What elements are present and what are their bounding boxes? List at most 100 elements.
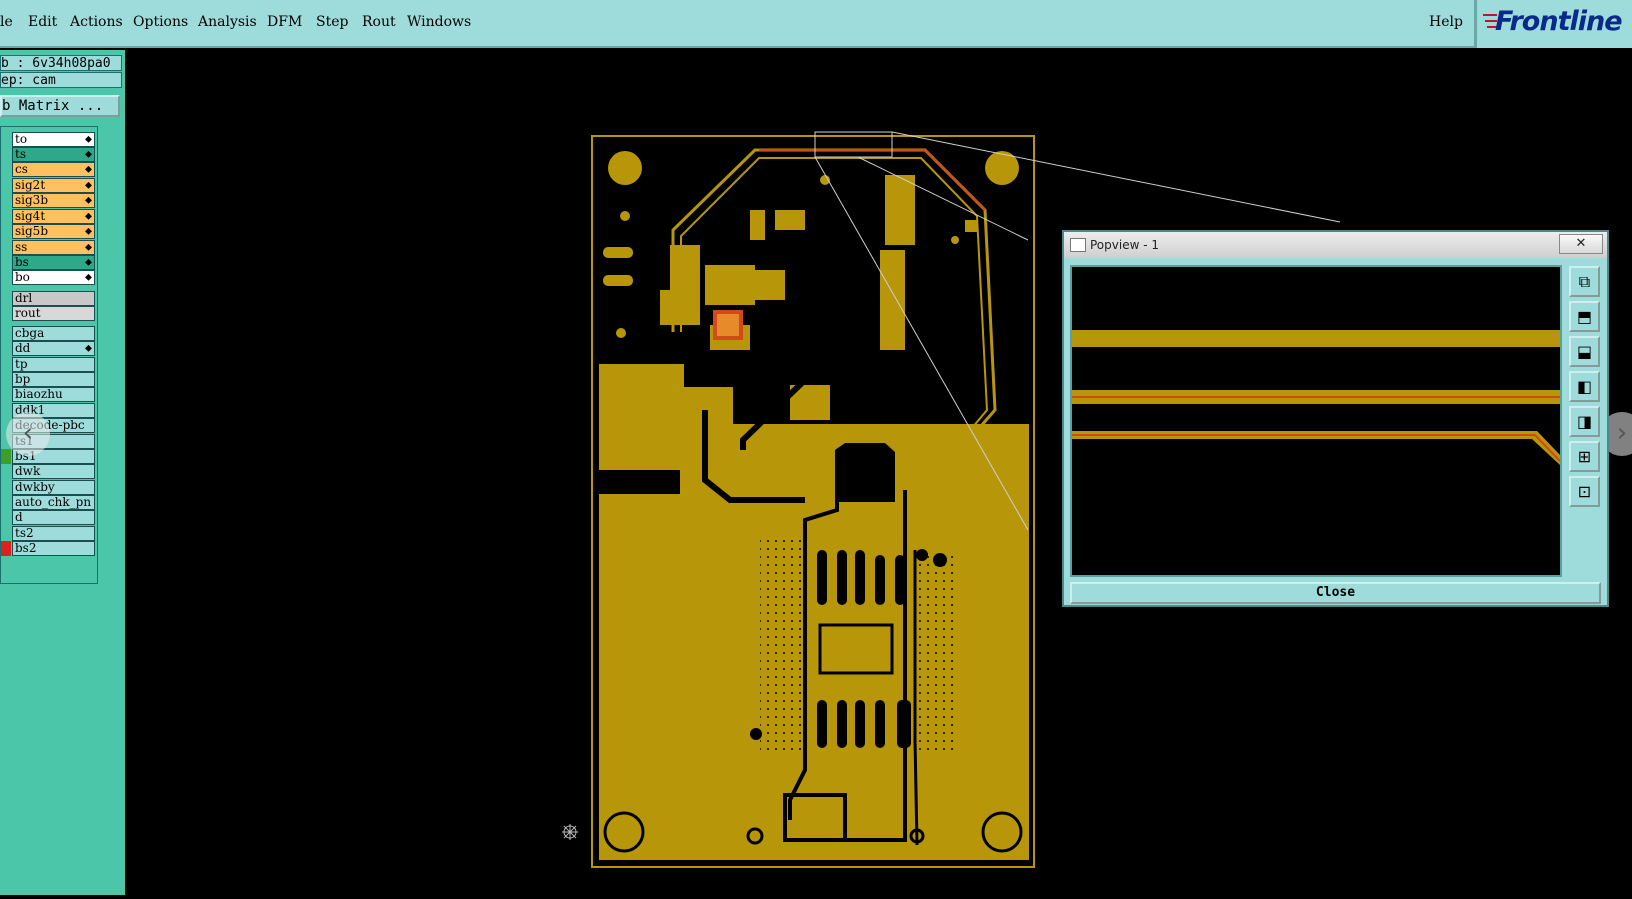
menu-windows[interactable]: Windows (407, 14, 472, 30)
layer-name: sig2t (15, 178, 46, 192)
layer-board-icon: ⬥ (85, 343, 92, 354)
pan-up-icon[interactable]: ⬒ (1569, 301, 1600, 332)
layer-row[interactable]: sig3b ⬥ (12, 193, 95, 208)
layer-name: dd (15, 341, 31, 355)
pan-down-icon[interactable]: ⬓ (1569, 336, 1600, 367)
layer-row[interactable]: sig4t ⬥ (12, 209, 95, 224)
window-icon (1070, 238, 1086, 252)
layer-row[interactable]: tp (12, 357, 95, 372)
menu-dfm[interactable]: DFM (267, 14, 303, 30)
layer-row[interactable]: ts ⬥ (12, 147, 95, 162)
layer-name: biaozhu (15, 387, 63, 401)
layer-name: dwkby (15, 480, 55, 494)
layer-row[interactable]: dwkby (12, 480, 95, 495)
layer-row[interactable]: d (12, 510, 95, 525)
popview-window: Popview - 1 ✕ ⧉ ⬒ ⬓ ◧ ◨ ⊞ ⊡ Close (1062, 230, 1609, 607)
layer-row[interactable]: dwk (12, 464, 95, 479)
prev-arrow-icon[interactable]: ‹ (6, 412, 50, 456)
menu-options[interactable]: Options (133, 14, 189, 30)
layer-name: tp (15, 357, 28, 371)
zoom-in-icon[interactable]: ⊞ (1569, 441, 1600, 472)
layer-row[interactable]: biaozhu (12, 387, 95, 402)
matrix-button[interactable]: b Matrix ... (0, 95, 120, 117)
popview-canvas[interactable] (1070, 265, 1562, 577)
layer-board-icon: ⬥ (85, 242, 92, 253)
menu-step[interactable]: Step (316, 14, 349, 30)
layer-board-icon: ⬥ (85, 180, 92, 191)
layer-name: bp (15, 372, 31, 386)
layer-row[interactable]: sig5b ⬥ (12, 224, 95, 239)
layer-name: drl (15, 291, 33, 305)
layer-row[interactable]: bs ⬥ (12, 255, 95, 270)
close-icon[interactable]: ✕ (1559, 234, 1603, 254)
pan-left-icon[interactable]: ◧ (1569, 371, 1600, 402)
layer-name: bs (15, 255, 29, 269)
logo-speed-lines-icon (1483, 14, 1497, 28)
popview-titlebar[interactable]: Popview - 1 ✕ (1064, 232, 1607, 258)
layer-name: to (15, 132, 28, 146)
layer-name: sig4t (15, 209, 46, 223)
layer-row[interactable]: bs2 (12, 541, 95, 556)
layer-name: cs (15, 162, 28, 176)
layer-row[interactable]: bp (12, 372, 95, 387)
layer-name: rout (15, 306, 41, 320)
mount-hole-bl (603, 811, 645, 853)
job-name: b : 6v34h08pa0 (0, 55, 122, 71)
layer-list: to⬥ts⬥cs⬥sig2t⬥sig3b⬥sig4t⬥sig5b⬥ss⬥bs⬥b… (0, 126, 98, 584)
menu-bar: le Edit Actions Options Analysis DFM Ste… (0, 0, 1632, 48)
layer-row[interactable]: sig2t ⬥ (12, 178, 95, 193)
zoom-selection-box (814, 131, 893, 158)
layer-name: ss (15, 240, 28, 254)
menu-actions[interactable]: Actions (70, 14, 123, 30)
layer-name: auto_chk_pn (15, 495, 92, 509)
layer-name: bo (15, 270, 30, 284)
layer-board-icon: ⬥ (85, 257, 92, 268)
layer-board-icon: ⬥ (85, 164, 92, 175)
logo-text: Frontline (1495, 6, 1623, 37)
layer-row[interactable]: cs ⬥ (12, 162, 95, 177)
menu-file[interactable]: le (0, 14, 13, 30)
layer-row[interactable]: dd ⬥ (12, 341, 95, 356)
frontline-logo: Frontline (1474, 0, 1632, 48)
layer-color-swatch (1, 541, 11, 556)
pcb-board-view[interactable] (125, 50, 1632, 895)
layer-name: d (15, 510, 23, 524)
layer-row[interactable]: auto_chk_pn (12, 495, 95, 510)
layer-board-icon: ⬥ (85, 149, 92, 160)
layer-name: ts (15, 147, 26, 161)
layer-color-swatch (1, 449, 11, 464)
mount-hole-tl (608, 151, 642, 185)
layer-name: bs2 (15, 541, 37, 555)
layer-name: dwk (15, 464, 41, 478)
layer-board-icon: ⬥ (85, 211, 92, 222)
layer-board-icon: ⬥ (85, 195, 92, 206)
zoom-out-icon[interactable]: ⊡ (1569, 476, 1600, 507)
layer-row[interactable]: ts2 (12, 526, 95, 541)
layer-row[interactable]: drl (12, 291, 95, 306)
layer-name: sig3b (15, 193, 48, 207)
popview-traces (1072, 330, 1561, 465)
layer-row[interactable]: bo ⬥ (12, 270, 95, 285)
layer-board-icon: ⬥ (85, 226, 92, 237)
layer-board-icon: ⬥ (85, 134, 92, 145)
layer-name: sig5b (15, 224, 48, 238)
layer-row[interactable]: ss ⬥ (12, 240, 95, 255)
popview-toolbar: ⧉ ⬒ ⬓ ◧ ◨ ⊞ ⊡ (1569, 266, 1602, 511)
mount-hole-tr (985, 151, 1019, 185)
menu-rout[interactable]: Rout (362, 14, 396, 30)
close-button[interactable]: Close (1070, 582, 1601, 604)
popview-title: Popview - 1 (1090, 238, 1159, 252)
mount-hole-br (981, 811, 1023, 853)
origin-marker-icon (562, 824, 578, 840)
layer-row[interactable]: rout (12, 306, 95, 321)
board-outline (591, 135, 1035, 868)
menu-analysis[interactable]: Analysis (198, 14, 257, 30)
step-name: ep: cam (0, 72, 122, 88)
layer-row[interactable]: to ⬥ (12, 132, 95, 147)
zoom-fit-icon[interactable]: ⧉ (1569, 266, 1600, 297)
layer-board-icon: ⬥ (85, 272, 92, 283)
menu-edit[interactable]: Edit (28, 14, 58, 30)
pan-right-icon[interactable]: ◨ (1569, 406, 1600, 437)
layer-row[interactable]: cbga (12, 326, 95, 341)
menu-help[interactable]: Help (1429, 14, 1463, 30)
